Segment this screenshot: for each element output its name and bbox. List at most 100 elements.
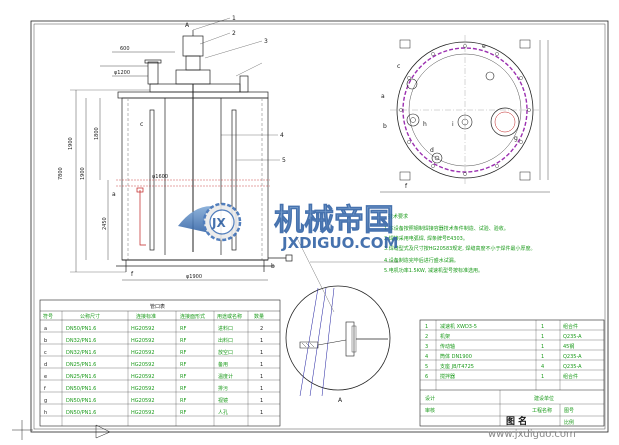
elevation-view[interactable] <box>70 17 293 281</box>
title-block-cell: 机架 <box>440 333 450 340</box>
nozzle-label: c <box>140 121 143 128</box>
table-cell: h <box>44 410 47 416</box>
nozzle-label: b <box>271 263 275 270</box>
dim-text: φ1200 <box>114 70 130 76</box>
plan-label: h <box>423 121 427 128</box>
motor <box>182 35 204 57</box>
nozzle-label: a <box>112 191 116 198</box>
table-cell: 备用 <box>218 361 228 368</box>
table-cell: g <box>44 398 47 404</box>
title-block-cell: 1 <box>541 324 544 330</box>
table-cell: DN50/PN1.6 <box>66 386 96 392</box>
plan-nozzle-e <box>485 71 495 81</box>
detail-view-a[interactable] <box>285 235 400 397</box>
title-block-cell: 传动轴 <box>440 343 455 350</box>
table-cell: RF <box>180 386 186 392</box>
detail-label: A <box>338 397 343 404</box>
tb-label: 设计 <box>425 395 435 402</box>
table-cell: HG20592 <box>131 338 155 344</box>
notes-line: 1.本设备按照钢制焊接容器技术条件制造、试验、验收。 <box>384 225 509 232</box>
table-cell: 1 <box>260 386 263 392</box>
table-header: 符号 <box>43 313 53 320</box>
table-cell: DN50/PN1.6 <box>66 326 96 332</box>
tank-shell <box>121 97 269 261</box>
title-block-cell: Q235-A <box>563 354 582 360</box>
technical-notes: 技术要求 1.本设备按照钢制焊接容器技术条件制造、试验、验收。 2.焊接采用电弧… <box>384 213 536 274</box>
plan-label: i <box>452 121 454 128</box>
table-cell: f <box>44 386 46 392</box>
callout-label: 4 <box>280 132 284 139</box>
table-cell: RF <box>180 374 186 380</box>
plan-nozzle-c <box>406 78 418 90</box>
table-cell: DN32/PN1.6 <box>66 338 96 344</box>
table-cell: HG20592 <box>131 350 155 356</box>
dim-text: 600 <box>120 46 130 52</box>
plan-label: g <box>514 135 518 142</box>
plan-nozzle-d <box>431 152 443 164</box>
elevation-callouts: A 1 2 3 4 5 c f a b 1900 1900 1800 2450 … <box>58 15 286 280</box>
table-cell: DN25/PN1.6 <box>66 374 96 380</box>
title-block-cell: 组合件 <box>563 323 578 330</box>
table-cell: DN32/PN1.6 <box>66 350 96 356</box>
table-cell: 1 <box>260 398 263 404</box>
nozzle-table[interactable] <box>39 299 281 427</box>
footer-watermark: www.jxdiguo.com <box>488 429 576 440</box>
callout-label: 3 <box>264 38 268 45</box>
table-cell: 出料口 <box>218 337 233 344</box>
callout-label: 1 <box>232 15 236 22</box>
plan-view[interactable] <box>380 35 550 193</box>
table-cell: HG20592 <box>131 398 155 404</box>
plan-label: f <box>405 183 408 190</box>
plan-labels: a b c d e f g h i <box>381 43 518 190</box>
table-cell: a <box>44 326 47 332</box>
title-block-cell: 4 <box>541 364 544 370</box>
border-corner-mark <box>12 420 111 440</box>
drawing-name: 图 名 <box>506 415 527 427</box>
nozzle-table-text: 管口表 符号 公称尺寸 连接标准 连接面形式 用途或名称 数量 <box>43 303 264 320</box>
title-block-cell: 筒体 DN1900 <box>440 353 472 360</box>
table-header: 连接面形式 <box>180 313 205 320</box>
title-block-cell: Q235-A <box>563 334 582 340</box>
table-cell: d <box>44 362 47 368</box>
table-cell: HG20592 <box>131 326 155 332</box>
plan-label: b <box>383 123 387 130</box>
table-cell: HG20592 <box>131 362 155 368</box>
tb-label: 图号 <box>564 408 574 414</box>
table-header: 用途或名称 <box>217 313 242 320</box>
sheet-border <box>30 20 609 433</box>
table-cell: c <box>44 350 47 356</box>
callout-label: 2 <box>232 30 236 37</box>
notes-line: 5.电机功率1.5KW, 减速机型号按标准选用。 <box>384 267 483 274</box>
project-name: 工程名称 <box>532 407 552 414</box>
dim-text: φ1600 <box>152 174 168 180</box>
dim-text: 1900 <box>68 137 74 150</box>
table-cell: DN25/PN1.6 <box>66 362 96 368</box>
plan-label: a <box>381 93 385 100</box>
callout-label: A <box>185 22 190 29</box>
notes-heading: 技术要求 <box>388 213 408 220</box>
table-cell: RF <box>180 398 186 404</box>
table-cell: HG20592 <box>131 374 155 380</box>
title-block-cell: 5 <box>425 364 428 370</box>
table-header: 连接标准 <box>136 313 156 320</box>
table-cell: RF <box>180 362 186 368</box>
table-cell: 进料口 <box>218 325 233 332</box>
table-cell: 视镜 <box>218 397 228 404</box>
title-block[interactable] <box>419 319 605 427</box>
table-cell: HG20592 <box>131 386 155 392</box>
title-block-cell: 搅拌器 <box>440 373 455 380</box>
table-cell: DN50/PN1.6 <box>66 410 96 416</box>
sheet-inner-border <box>33 23 606 430</box>
title-block-cell: 减速机 XWD3-5 <box>440 323 477 330</box>
plan-label: c <box>397 63 400 70</box>
table-header: 公称尺寸 <box>80 313 100 320</box>
plan-label: d <box>430 147 434 154</box>
nozzle-label: f <box>131 271 134 278</box>
dim-text: 1900 <box>80 167 86 180</box>
badge-text: JX <box>211 216 226 230</box>
table-cell: 排污 <box>218 385 228 392</box>
